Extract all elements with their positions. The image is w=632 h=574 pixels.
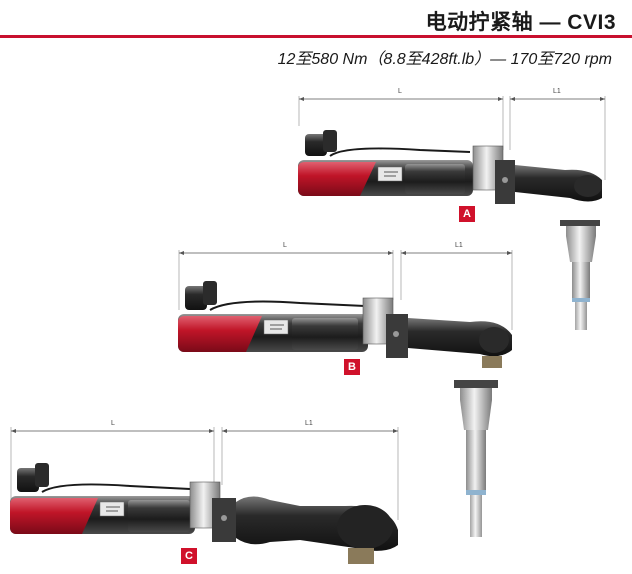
- angle-head-socket-a: [560, 220, 600, 330]
- dimension-l1-c: L1: [221, 420, 399, 520]
- dim-label-l1-a: L1: [553, 88, 561, 95]
- variant-badge-b: B: [344, 359, 360, 375]
- page-subtitle: 12至580 Nm（8.8至428ft.lb）— 170至720 rpm: [277, 51, 612, 68]
- tool-b: L L1: [178, 242, 513, 368]
- variant-badge-c: C: [181, 548, 197, 564]
- variant-badge-a: A: [459, 206, 475, 222]
- angle-head-socket-b: [454, 380, 498, 537]
- tool-a: L L1: [298, 88, 606, 204]
- dimension-l1-b: L1: [400, 242, 513, 330]
- dim-label-l1-b: L1: [455, 242, 463, 249]
- dimension-l-c: L: [10, 420, 215, 500]
- dimension-l-b: L: [178, 242, 394, 310]
- dimension-l-a: L: [298, 88, 504, 150]
- dim-label-l1-c: L1: [305, 420, 313, 427]
- page-title: 电动拧紧轴 — CVI3: [425, 11, 616, 34]
- header-rule: [0, 35, 632, 38]
- dim-label-l-b: L: [283, 242, 287, 249]
- tool-c: L L1: [10, 420, 399, 564]
- dim-label-l-a: L: [398, 88, 402, 95]
- dimension-l1-a: L1: [509, 88, 606, 180]
- dim-label-l-c: L: [111, 420, 115, 427]
